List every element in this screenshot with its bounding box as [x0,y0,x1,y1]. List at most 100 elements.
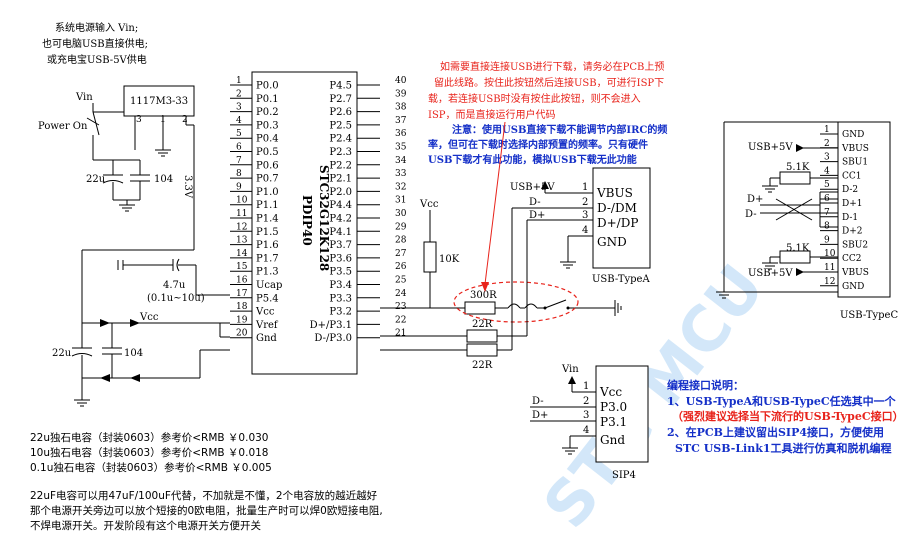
usb-c-pin-name: CC2 [842,254,862,264]
usb-c-pin-name: CC1 [842,171,862,181]
mcu-pin-number: 17 [236,289,248,299]
mcu-right-pins: 40P4.539P2.738P2.637P2.536P2.435P2.334P2… [310,76,407,344]
mcu-pin-number: 3 [236,103,242,113]
ucap-cap-value: 4.7u [163,280,186,291]
usb-c-dplus-label: D+ [747,194,763,205]
bom-line-2: 10u独石电容（封装0603）参考价<RMB ￥0.018 [30,446,269,459]
mcu-pin-name: P0.4 [256,134,279,145]
ground-icon [562,447,578,455]
usb-c-pin-number: 5 [824,180,830,190]
mcu-pin-name: P0.7 [256,174,279,185]
sip4-pin-name: Vcc [599,385,622,399]
mcu-pin-number: 21 [395,329,406,339]
usb-a-pin-name: VBUS [596,186,633,200]
mcu-name: STC32G12K128 [317,165,331,271]
mcu-pin-name: P3.7 [329,240,352,251]
usb-note-red-4: ISP，而是直接运行用户代码 [428,108,556,121]
resistor-300r-label: 300R [470,290,497,301]
mcu-pin-number: 18 [236,302,248,312]
bom-line-3: 0.1u独石电容（封装0603）参考价<RMB ￥0.005 [30,461,272,474]
usb-a-connector [592,167,651,269]
mcu-pin-name: P3.4 [329,280,352,291]
mcu-pin-number: 38 [395,103,407,113]
bom-note-3: 不焊电源开关。开发阶段有这个电源开关方便开关 [30,519,261,532]
sip4-title: SIP4 [612,470,636,481]
regulator-name: 1117M3-33 [130,96,188,107]
usb-a-pin-num: 1 [582,182,588,193]
sip4-pin-name: P3.0 [600,400,627,414]
arrow-icon [130,319,140,327]
ground-icon [560,261,576,269]
sip4-vin-label: Vin [561,364,579,375]
mcu-pin-number: 8 [236,169,242,179]
mcu-pin-number: 40 [395,76,407,86]
ground-icon [716,291,732,299]
usb-c-rail-top-label: USB+5V [748,142,793,153]
mcu-pin-name: P3.3 [329,293,352,304]
sip4-connector [595,365,649,463]
mcu-pin-number: 24 [395,289,407,299]
mcu-pin-number: 6 [236,143,242,153]
mcu-pin-name: P1.3 [256,267,279,278]
mcu-pin-name: P4.2 [329,214,352,225]
mcu-pin-name: P0.3 [256,120,279,131]
mcu-pin-number: 7 [236,156,242,166]
usb-c-pin-number: 2 [824,139,830,149]
mcu-pin-number: 19 [236,315,248,325]
sip4-pin-name: Gnd [600,433,625,447]
ucap-cap-range: (0.1u~10u) [147,293,205,304]
mcu-pin-name: P1.1 [256,200,279,211]
prog-line-3: 2、在PCB上建议留出SIP4接口，方便使用 [667,425,884,439]
resistor-300r [464,301,496,315]
power-note-line-3: 或充电宝USB-5V供电 [47,53,147,66]
usb-a-pin-num: 3 [582,210,588,221]
usb-note-red-1: 如需要直接连接USB进行下载，请务必在PCB上预 [440,60,664,73]
mcu-pin-name: P0.0 [256,81,279,92]
usb-c-pin-name: D-1 [842,213,858,223]
usb-c-pin-number: 11 [824,263,835,273]
mcu-pin-number: 5 [236,129,242,139]
arrow-icon [568,376,576,384]
isp-highlight-ellipse [453,281,579,323]
prog-line-4: STC USB-Link1工具进行仿真和脱机编程 [675,441,892,455]
mcu-pin-name: P2.4 [329,134,352,145]
usb-c-title: USB-TypeC [840,310,898,321]
usb-note-blue-2: 率，但可在下载时选择内部预置的频率。只有硬件 [428,138,648,151]
sip4-pin-name: P3.1 [600,415,627,429]
mcu-pin-name: Ucap [256,280,282,291]
mcu-pin-number: 30 [395,209,407,219]
mcu-pin-name: P4.4 [329,200,352,211]
bom-note-2: 那个电源开关旁边可以放个短接的0欧电阻，批量生产时可以焊0欧短接电阻, [30,504,383,517]
mcu-pin-name: P3.6 [329,253,352,264]
sip4-pin-num: 3 [583,410,589,421]
mcu-pin-number: 23 [395,302,407,312]
sip4-pin-num: 4 [583,425,589,436]
mcu-pin-number: 35 [395,143,407,153]
usb-c-pin-number: 1 [824,125,830,135]
mcu-pin-name: P2.7 [329,94,352,105]
usb-c-cc2-resistor [779,250,811,264]
mcu-pin-name: P0.2 [256,107,279,118]
mcu-pin-name: P2.3 [329,147,352,158]
usb-note-blue-3: USB下载才有此功能，模拟USB下载无此功能 [428,153,637,166]
mcu-pin-number: 22 [395,315,406,325]
mcu-pin-number: 2 [236,89,242,99]
ground-icon [74,399,90,407]
pullup-resistor [423,241,437,273]
usb-a-pin-num: 2 [582,197,588,208]
mcu-pin-number: 34 [395,156,407,166]
resistor-22r-a-label: 22R [472,319,493,330]
power-note-line-2: 也可电脑USB直接供电; [42,37,148,50]
cap-in-104: 104 [154,174,173,185]
arrow-icon [796,144,804,152]
mcu-pin-number: 15 [236,262,248,272]
mcu-pin-number: 31 [395,196,406,206]
usb-c-dminus-label: D- [745,209,757,220]
mcu-pin-number: 39 [395,89,407,99]
mcu-pin-number: 36 [395,129,407,139]
mcu-pin-number: 4 [236,116,242,126]
cap-lower-22u: 22u [52,348,72,359]
mcu-pin-name: P1.4 [256,214,279,225]
mcu-pin-name: P1.0 [256,187,279,198]
